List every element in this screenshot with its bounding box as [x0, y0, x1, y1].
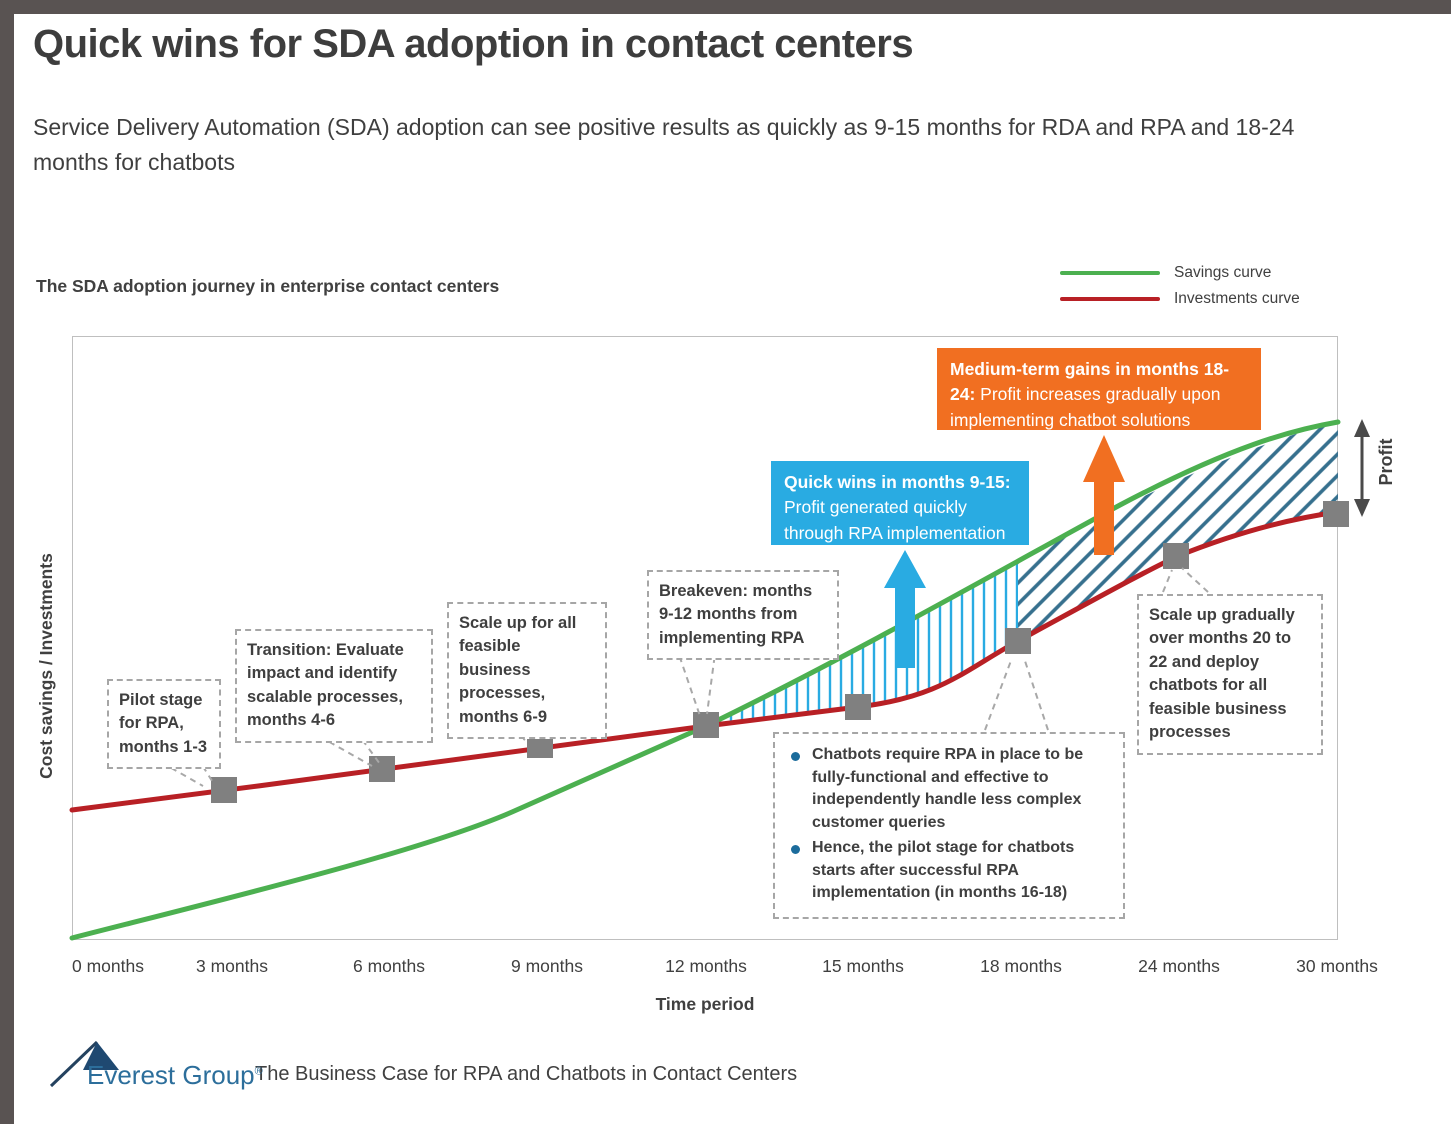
profit-area-chatbot-hatch: [1018, 422, 1338, 641]
legend-label: Investments curve: [1174, 290, 1300, 307]
callout-transition: Transition: Evaluate impact and identify…: [235, 629, 433, 743]
medium-term-arrow-icon: [1083, 435, 1125, 555]
medium-term-title: Medium-term gains in months 18-24:: [950, 359, 1230, 405]
x-tick-24: 24 months: [1138, 956, 1220, 976]
callout-chatbot-notes: Chatbots require RPA in place to be full…: [773, 732, 1125, 920]
legend: Savings curve Investments curve: [1060, 260, 1300, 312]
x-tick-15: 15 months: [822, 956, 904, 976]
page-subtitle: Service Delivery Automation (SDA) adopti…: [33, 114, 1295, 175]
callout-breakeven: Breakeven: months 9-12 months from imple…: [647, 570, 839, 661]
y-axis-label: Cost savings / Investments: [36, 553, 56, 779]
medium-term-banner: Medium-term gains in months 18-24: Profi…: [937, 348, 1261, 430]
x-tick-12: 12 months: [665, 956, 747, 976]
page-title: Quick wins for SDA adoption in contact c…: [33, 22, 914, 66]
profit-label: Profit: [1376, 438, 1396, 486]
quick-wins-banner: Quick wins in months 9-15: Profit genera…: [771, 461, 1029, 545]
quick-wins-body: Profit generated quickly through RPA imp…: [784, 497, 1006, 543]
chatbot-note-item: Chatbots require RPA in place to be full…: [787, 744, 1111, 835]
top-accent-bar: [0, 0, 1451, 14]
x-tick-3: 3 months: [196, 956, 268, 976]
bullet-icon: [791, 752, 800, 761]
callout-scale-up-rpa: Scale up for all feasible business proce…: [447, 602, 607, 740]
chatbot-note-text: Hence, the pilot stage for chatbots star…: [812, 838, 1075, 902]
quick-wins-title: Quick wins in months 9-15:: [784, 472, 1011, 492]
x-tick-9: 9 months: [511, 956, 583, 976]
everest-mountain-icon: [49, 1040, 119, 1088]
everest-group-logo: Everest Group®: [45, 1036, 263, 1092]
investments-line-swatch: [1060, 297, 1160, 301]
left-accent-bar: [0, 0, 14, 1124]
x-tick-18: 18 months: [980, 956, 1062, 976]
callout-scale-up-chatbots: Scale up gradually over months 20 to 22 …: [1137, 594, 1323, 755]
x-tick-6: 6 months: [353, 956, 425, 976]
bullet-icon: [791, 844, 800, 854]
chatbot-note-item: Hence, the pilot stage for chatbots star…: [787, 837, 1111, 905]
plot-area: [72, 336, 1338, 940]
x-axis-label: Time period: [655, 994, 755, 1014]
savings-line-swatch: [1060, 271, 1160, 275]
legend-label: Savings curve: [1174, 264, 1272, 281]
profit-range-arrow-icon: [1354, 419, 1370, 517]
legend-item-savings: Savings curve: [1060, 260, 1300, 286]
medium-term-body: Profit increases gradually upon implemen…: [950, 384, 1221, 430]
footer: Everest Group® The Business Case for RPA…: [45, 1036, 797, 1092]
quick-wins-arrow-icon: [884, 550, 926, 668]
x-tick-0: 0 months: [72, 956, 144, 976]
chart-title: The SDA adoption journey in enterprise c…: [36, 276, 500, 296]
footer-caption: The Business Case for RPA and Chatbots i…: [255, 1063, 798, 1085]
chatbot-note-text: Chatbots require RPA in place to be full…: [812, 746, 1084, 832]
legend-item-investments: Investments curve: [1060, 286, 1300, 312]
x-tick-30: 30 months: [1296, 956, 1378, 976]
callout-pilot-stage: Pilot stage for RPA, months 1-3: [107, 679, 221, 770]
logo-text: Everest Group: [87, 1060, 255, 1090]
registered-mark: ®: [254, 1065, 263, 1078]
